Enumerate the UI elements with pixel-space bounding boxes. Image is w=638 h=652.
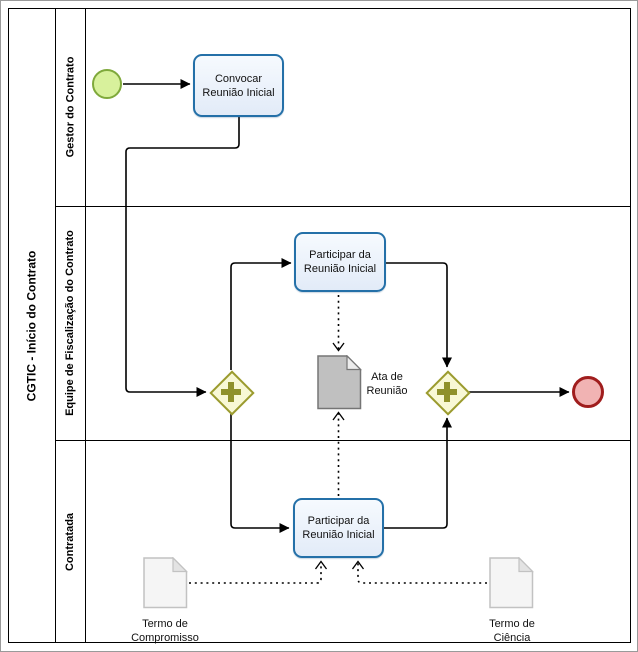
task-convocar-reuniao-inicial[interactable]: Convocar Reunião Inicial <box>193 54 284 117</box>
task-convocar-label: Convocar Reunião Inicial <box>202 72 275 99</box>
pool-border <box>8 8 631 643</box>
parallel-gateway-plus-icon <box>444 382 450 402</box>
document-termo-de-compromisso[interactable] <box>143 556 188 614</box>
document-icon <box>143 556 188 609</box>
pool-label-divider <box>55 8 56 643</box>
start-event[interactable] <box>92 69 122 99</box>
lane-divider-2 <box>55 440 631 441</box>
document-termo-de-ciencia[interactable] <box>489 556 534 614</box>
lane-label-divider <box>85 8 86 643</box>
task-participar-reuniao-equipe[interactable]: Participar da Reunião Inicial <box>294 232 386 292</box>
parallel-gateway-join[interactable] <box>425 370 471 416</box>
document-ciencia-label: Termo de Ciência <box>489 618 535 644</box>
task-participar-contratada-label: Participar da Reunião Inicial <box>302 515 375 541</box>
document-icon <box>489 556 534 609</box>
document-ata-label: Ata de Reunião <box>366 371 408 397</box>
document-ata-de-reuniao[interactable] <box>317 354 362 415</box>
end-event[interactable] <box>572 376 604 408</box>
document-compromisso-label: Termo de Compromisso <box>131 618 199 644</box>
document-icon <box>317 354 362 410</box>
parallel-gateway-split[interactable] <box>209 370 255 416</box>
parallel-gateway-plus-icon <box>228 382 234 402</box>
task-participar-equipe-label: Participar da Reunião Inicial <box>303 249 377 275</box>
task-participar-reuniao-contratada[interactable]: Participar da Reunião Inicial <box>293 498 384 558</box>
lane-divider-1 <box>55 206 631 207</box>
